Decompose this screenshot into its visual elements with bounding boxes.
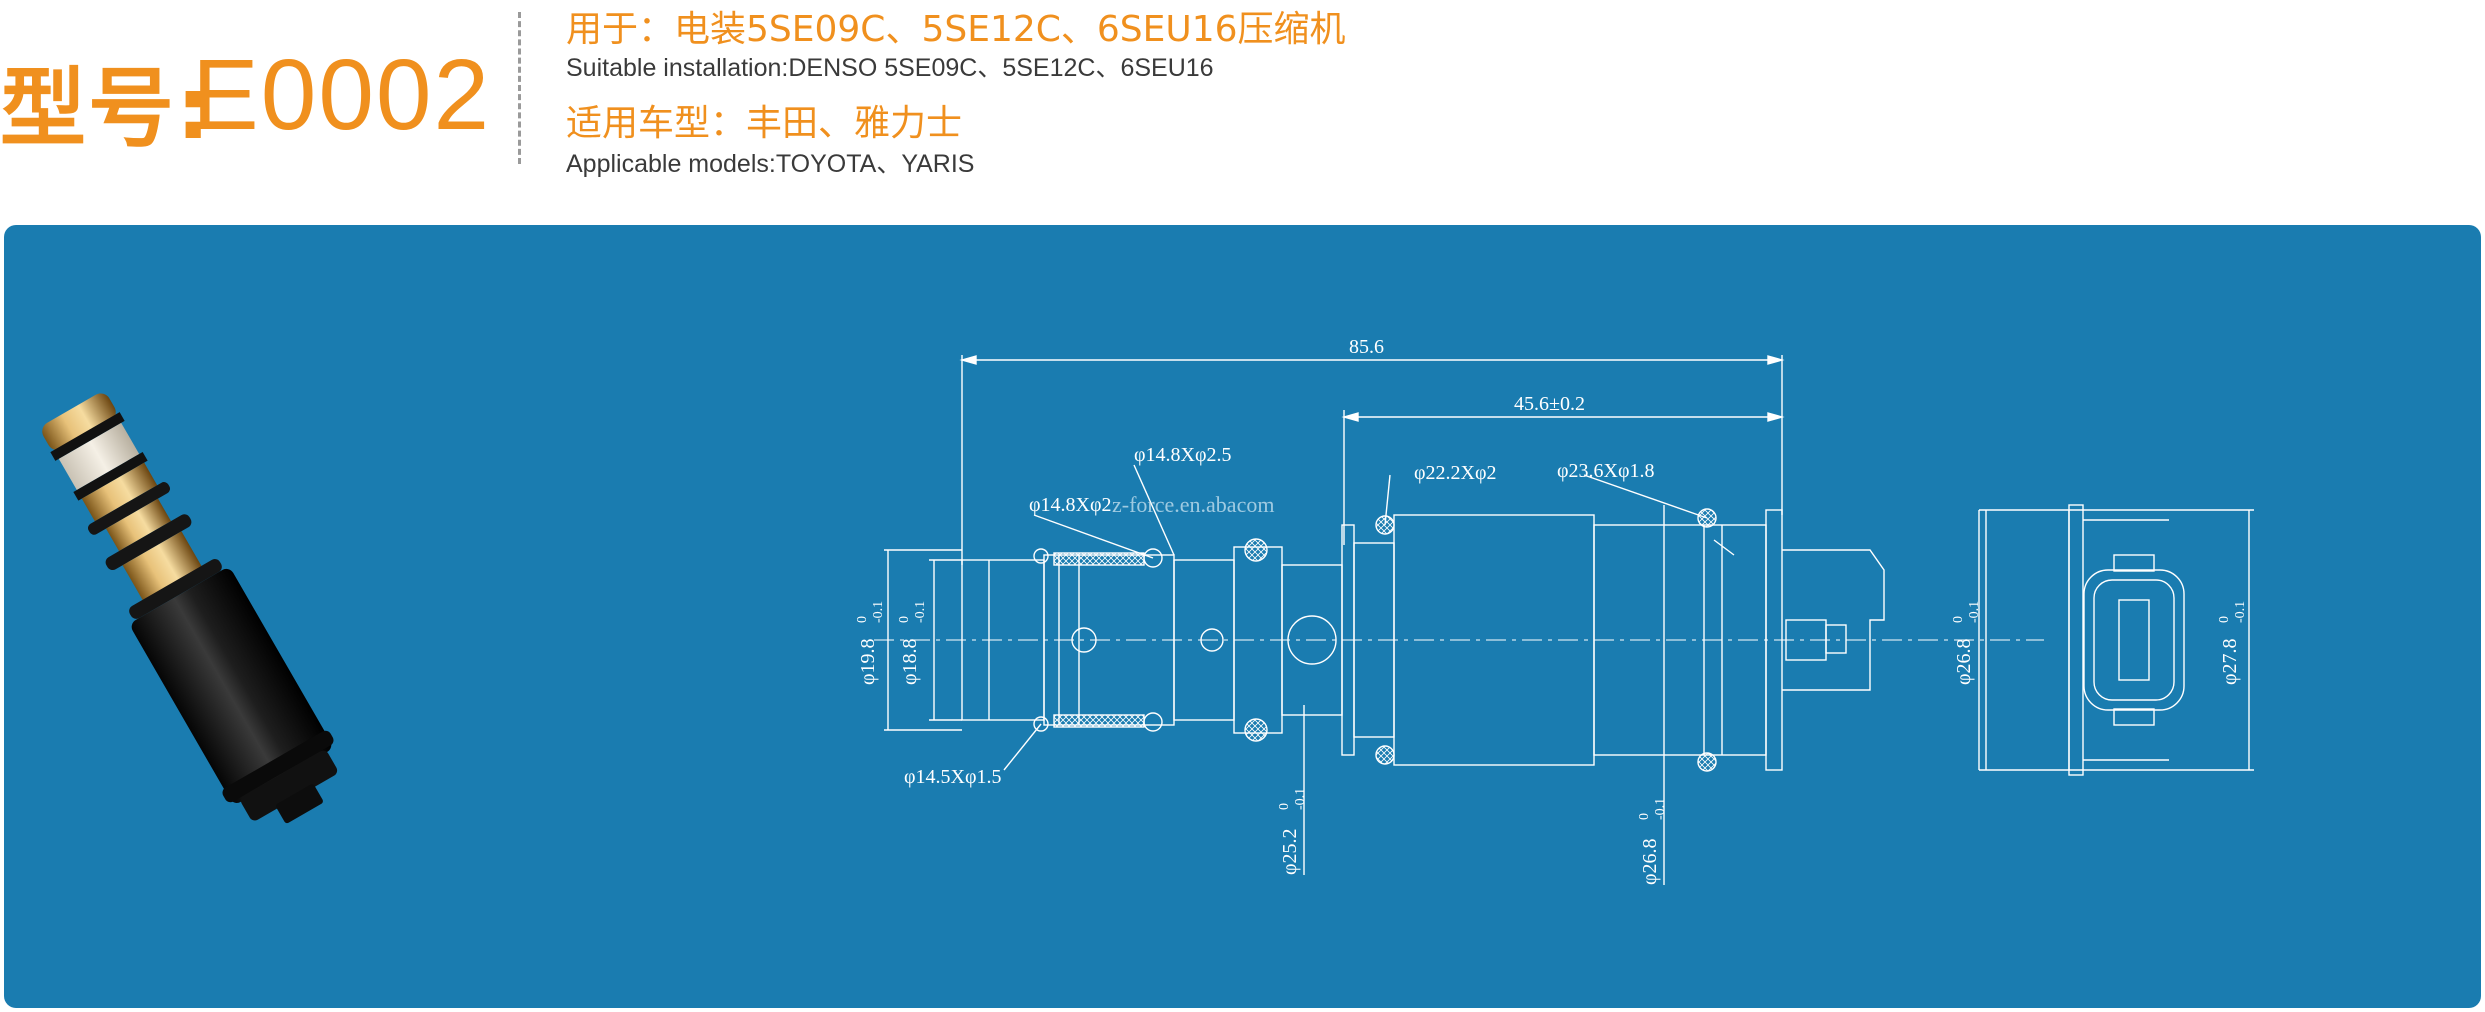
- dim-dia-26-8-side: φ26.8: [1639, 838, 1661, 885]
- tol-lower-3: -0.1: [1293, 788, 1308, 810]
- dim-dia-18-8: φ18.8: [899, 638, 921, 685]
- dim-oring-2: φ14.8Xφ2: [1029, 494, 1112, 516]
- model-number: E0002: [192, 39, 492, 151]
- diameter-labels: φ19.8 φ18.8 φ25.2 φ26.8 φ26.8 φ27.8: [857, 638, 2241, 885]
- tol-upper-3: 0: [1277, 803, 1292, 810]
- tol-lower-6: -0.1: [2233, 601, 2248, 623]
- dim-oring-1: φ14.8Xφ2.5: [1134, 444, 1232, 466]
- dim-oring-3: φ22.2Xφ2: [1414, 462, 1497, 484]
- tol-lower-2: -0.1: [913, 601, 928, 623]
- tol-lower-4: -0.1: [1653, 798, 1668, 820]
- technical-drawing: 85.6 45.6±0.2 φ14.8Xφ2.5 φ14.8Xφ2 φ22.2X…: [42, 336, 2254, 885]
- vehicle-en: Applicable models:TOYOTA、YARIS: [566, 150, 975, 178]
- dim-oring-5: φ14.5Xφ1.5: [904, 766, 1002, 788]
- tol-upper-4: 0: [1637, 813, 1652, 820]
- header: 型号: E0002 用于：电装5SE09C、5SE12C、6SEU16压缩机 S…: [0, 0, 2485, 225]
- tol-upper-2: 0: [897, 616, 912, 623]
- header-divider: [518, 12, 521, 164]
- dim-dia-27-8: φ27.8: [2219, 638, 2241, 685]
- usage-en: Suitable installation:DENSO 5SE09C、5SE12…: [566, 54, 1214, 82]
- dim-overall-length: 85.6: [1349, 336, 1384, 358]
- tol-lower-1: -0.1: [871, 601, 886, 623]
- drawing-lines: [874, 355, 2254, 885]
- watermark: z-force.en.abacom: [1112, 492, 1274, 517]
- dim-dia-19-8: φ19.8: [857, 638, 879, 685]
- model-label: 型号:: [0, 59, 213, 159]
- tol-upper-5: 0: [1951, 616, 1966, 623]
- tol-upper-1: 0: [855, 616, 870, 623]
- tol-upper-6: 0: [2217, 616, 2232, 623]
- dim-oring-4: φ23.6Xφ1.8: [1557, 460, 1655, 482]
- tol-lower-5: -0.1: [1967, 601, 1982, 623]
- vehicle-cn: 适用车型：丰田、雅力士: [566, 103, 963, 144]
- product-photo: [42, 393, 338, 824]
- dim-body-length: 45.6±0.2: [1514, 393, 1585, 415]
- dim-dia-26-8-end: φ26.8: [1953, 638, 1975, 685]
- tolerance-labels: 0 -0.1 0 -0.1 0 -0.1 0 -0.1 0 -0.1 0 -0.…: [855, 601, 2248, 820]
- dimension-labels: 85.6 45.6±0.2 φ14.8Xφ2.5 φ14.8Xφ2 φ22.2X…: [904, 336, 1655, 788]
- dim-dia-25-2: φ25.2: [1279, 828, 1301, 875]
- drawing-panel: 85.6 45.6±0.2 φ14.8Xφ2.5 φ14.8Xφ2 φ22.2X…: [4, 225, 2481, 1008]
- usage-cn: 用于：电装5SE09C、5SE12C、6SEU16压缩机: [566, 9, 1346, 50]
